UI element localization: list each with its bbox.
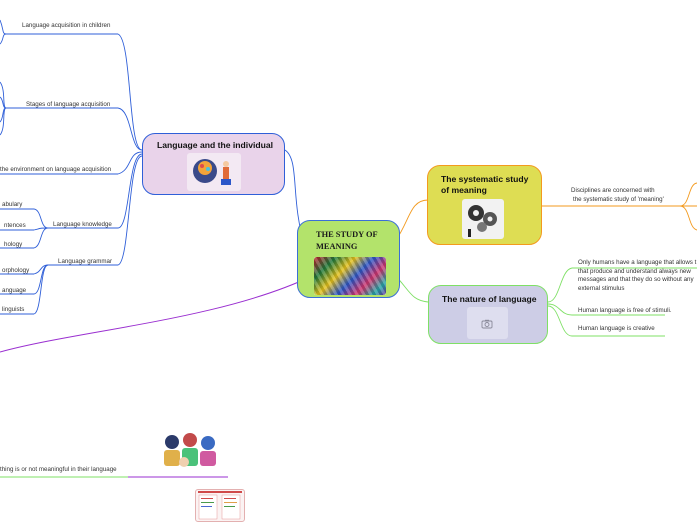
central-node[interactable]: THE STUDY OF MEANING <box>297 220 400 298</box>
label-knowledge[interactable]: Language knowledge <box>53 221 112 228</box>
brain-illustration-image <box>187 153 241 191</box>
systematic-study-node[interactable]: The systematic study of meaning <box>427 165 542 245</box>
label-morphology[interactable]: orphology <box>2 267 30 274</box>
systematic-study-title-line1: The systematic study <box>441 174 529 184</box>
label-psychology[interactable]: hology <box>4 241 23 248</box>
left-connectors <box>0 19 306 315</box>
label-acquisition-children[interactable]: Language acquisition in children <box>22 22 111 29</box>
nature-item-1-line4[interactable]: external stimulus <box>578 285 625 292</box>
label-environment[interactable]: the environment on language acquisition <box>0 166 112 173</box>
language-individual-title: Language and the individual <box>157 140 274 150</box>
meaningful-text[interactable]: thing is or not meaningful in their lang… <box>0 466 117 473</box>
nature-item-1-line3[interactable]: messages and that they do so without any <box>578 276 694 283</box>
gears-image <box>462 199 504 239</box>
purple-connector <box>0 275 313 353</box>
image-placeholder <box>467 307 508 339</box>
label-stages[interactable]: Stages of language acquisition <box>26 101 111 108</box>
infographic-thumbnail-image <box>195 489 245 522</box>
colorful-pencils-image <box>314 257 386 295</box>
nature-item-3[interactable]: Human language is creative <box>578 325 655 332</box>
people-group-image <box>158 432 224 474</box>
systematic-study-title-line2: of meaning <box>441 185 487 195</box>
nature-item-2[interactable]: Human language is free of stimuli. <box>578 307 672 314</box>
label-vocabulary[interactable]: abulary <box>2 201 23 208</box>
camera-icon <box>481 317 493 329</box>
nature-item-1-line1[interactable]: Only humans have a language that allows … <box>578 259 697 266</box>
nature-language-title: The nature of language <box>442 294 537 304</box>
language-individual-node[interactable]: Language and the individual <box>142 133 285 195</box>
label-sentences[interactable]: ntences <box>4 222 26 229</box>
note-disciplines-line1[interactable]: Disciplines are concerned with <box>571 187 655 194</box>
nature-item-1-line2[interactable]: that produce and understand always new <box>578 268 691 275</box>
central-title-line2: MEANING <box>316 242 358 251</box>
central-title-line1: THE STUDY OF <box>316 230 378 239</box>
label-linguists[interactable]: linguists <box>2 306 25 313</box>
nature-language-node[interactable]: The nature of language <box>428 285 548 344</box>
note-disciplines-line2[interactable]: the systematic study of 'meaning' <box>573 196 664 203</box>
label-language[interactable]: anguage <box>2 287 27 294</box>
label-grammar[interactable]: Language grammar <box>58 258 113 265</box>
